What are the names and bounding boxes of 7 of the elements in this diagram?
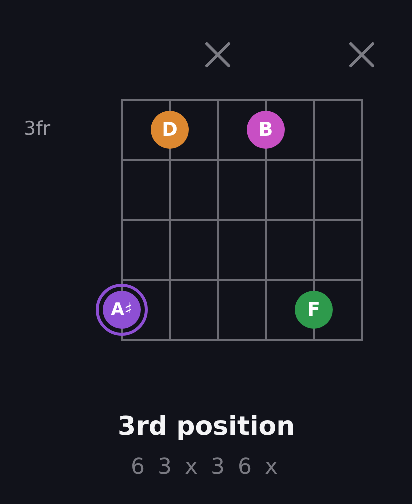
note-marker: B — [247, 111, 285, 149]
fingering-label: 6 3 x 3 6 x — [131, 455, 281, 480]
fret-number-label: 3fr — [24, 118, 51, 140]
note-marker: F — [295, 291, 333, 329]
chord-title: 3rd position — [118, 412, 296, 442]
note-marker: A♯ — [96, 284, 148, 336]
note-marker: D — [151, 111, 189, 149]
